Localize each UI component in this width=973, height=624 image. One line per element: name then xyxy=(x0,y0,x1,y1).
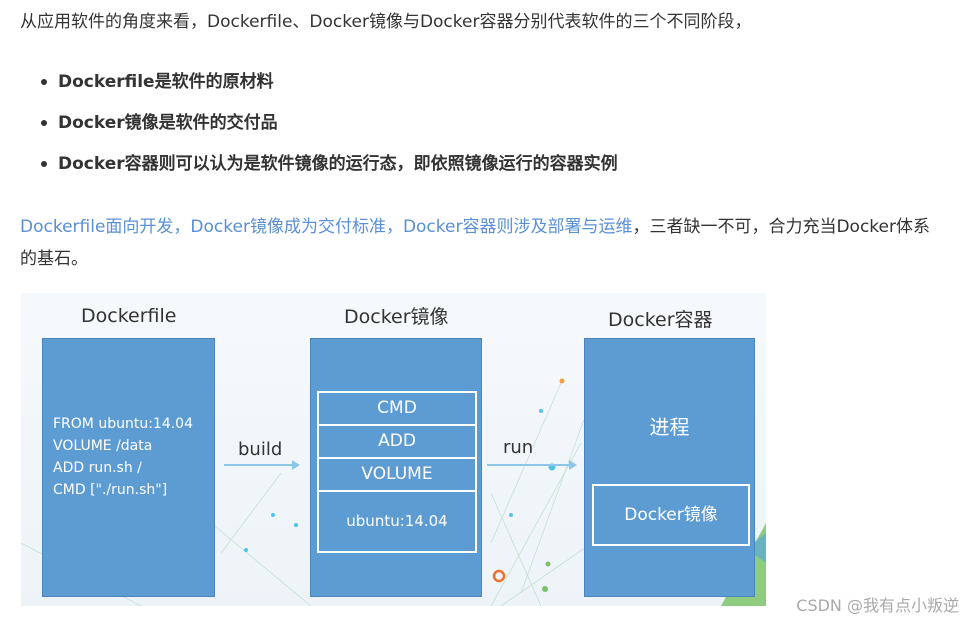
image-layer: ADD xyxy=(317,424,477,459)
list-item-text: Dockerfile是软件的原材料 xyxy=(58,72,274,92)
summary-highlight-link[interactable]: Dockerfile面向开发，Docker镜像成为交付标准，Docker容器则涉… xyxy=(20,217,633,237)
bullet-icon xyxy=(41,161,47,167)
dockerfile-line: ADD run.sh / xyxy=(53,460,142,476)
summary-text: ，三者缺一不可，合力充当Docker体系的基石。 xyxy=(20,217,930,269)
dockerfile-line: VOLUME /data xyxy=(53,438,153,454)
bullet-icon xyxy=(41,79,47,85)
process-label: 进程 xyxy=(649,415,690,439)
image-base-layer: ubuntu:14.04 xyxy=(317,490,477,553)
dockerfile-line: FROM ubuntu:14.04 xyxy=(53,416,193,432)
list-item-text: Docker容器则可以认为是软件镜像的运行态，即依照镜像运行的容器实例 xyxy=(58,154,618,174)
dockerfile-box: FROM ubuntu:14.04 VOLUME /data ADD run.s… xyxy=(42,338,215,597)
bullet-icon xyxy=(41,120,47,126)
docker-container-title: Docker容器 xyxy=(608,309,713,331)
list-item: Dockerfile是软件的原材料 xyxy=(20,66,618,107)
docker-image-title: Docker镜像 xyxy=(344,306,449,328)
run-label: run xyxy=(503,437,534,458)
list-item: Docker镜像是软件的交付品 xyxy=(20,107,618,148)
csdn-watermark: CSDN @我有点小叛逆 xyxy=(796,596,959,615)
container-image-box: Docker镜像 xyxy=(592,484,750,546)
image-layer: VOLUME xyxy=(317,457,477,492)
list-item: Docker容器则可以认为是软件镜像的运行态，即依照镜像运行的容器实例 xyxy=(20,148,618,189)
docker-image-box: CMD ADD VOLUME ubuntu:14.04 xyxy=(310,338,482,597)
list-item-text: Docker镜像是软件的交付品 xyxy=(58,113,278,133)
dockerfile-line: CMD ["./run.sh"] xyxy=(53,482,168,498)
docker-diagram-image: Dockerfile Docker镜像 Docker容器 FROM ubuntu… xyxy=(21,293,766,606)
image-layer: CMD xyxy=(317,391,477,426)
dockerfile-content: FROM ubuntu:14.04 VOLUME /data ADD run.s… xyxy=(53,413,193,501)
stage-list: Dockerfile是软件的原材料 Docker镜像是软件的交付品 Docker… xyxy=(20,66,618,189)
docker-container-box: 进程 Docker镜像 xyxy=(584,338,755,597)
intro-paragraph: 从应用软件的角度来看，Dockerfile、Docker镜像与Docker容器分… xyxy=(20,12,752,32)
dockerfile-title: Dockerfile xyxy=(81,305,177,327)
summary-paragraph: Dockerfile面向开发，Docker镜像成为交付标准，Docker容器则涉… xyxy=(20,211,940,275)
build-label: build xyxy=(238,439,283,460)
